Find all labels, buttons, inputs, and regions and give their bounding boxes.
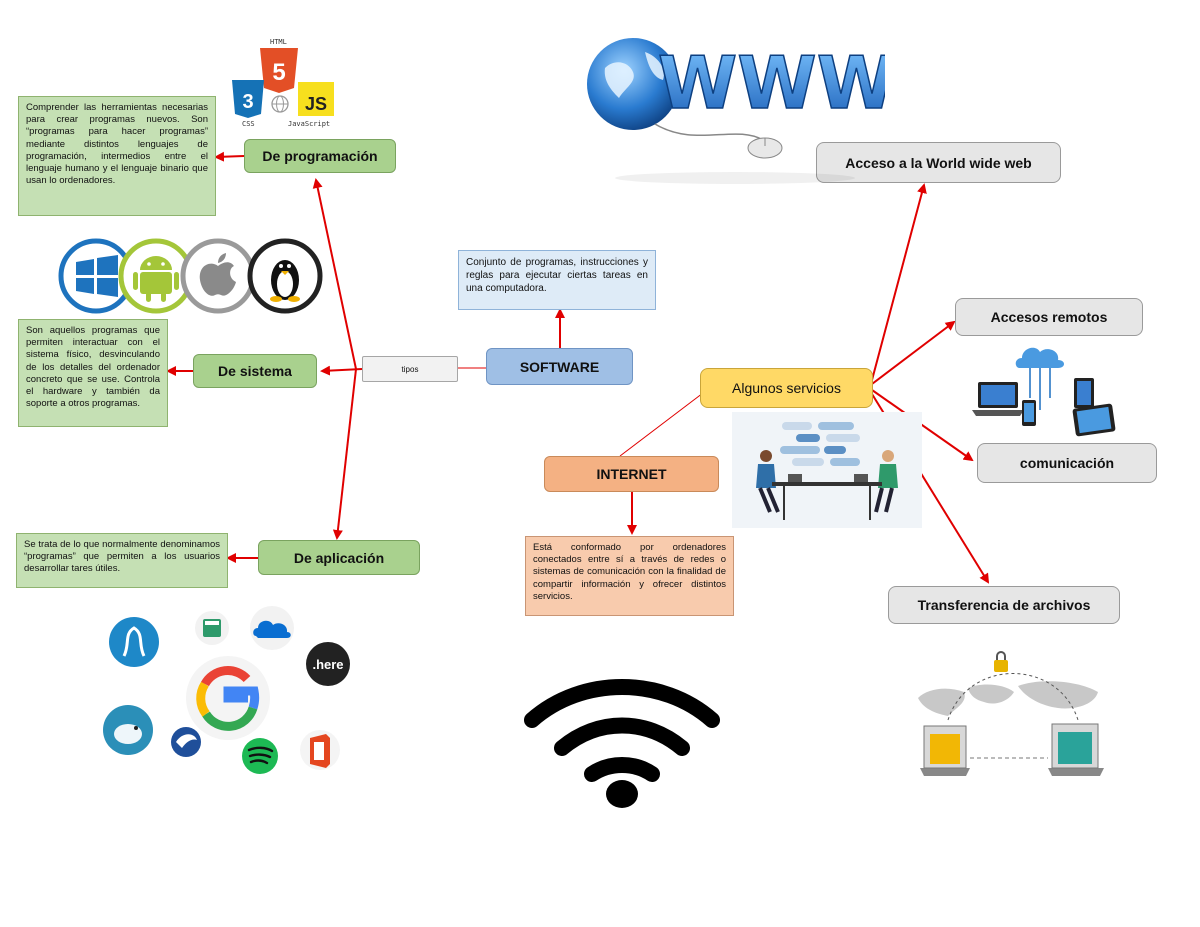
laptop-icon <box>972 382 1024 416</box>
type-programacion-label: De programación <box>262 148 378 164</box>
type-programacion-node: De programación <box>244 139 396 173</box>
mouse-icon <box>747 137 783 159</box>
lock-icon <box>994 651 1008 672</box>
table-icon <box>772 474 882 520</box>
laptop-right-icon <box>1048 723 1104 776</box>
internet-label: INTERNET <box>596 466 667 482</box>
service-transferencia-node: Transferencia de archivos <box>888 586 1120 624</box>
type-aplicacion-label: De aplicación <box>293 549 385 566</box>
www-text: WWW <box>658 41 885 125</box>
tablet-icon <box>1072 403 1116 437</box>
software-node: SOFTWARE <box>486 348 633 385</box>
eagle-app-icon <box>171 727 201 757</box>
internet-text: Está conformado por ordenadores conectad… <box>533 542 726 602</box>
css3-icon: 3 <box>232 80 264 118</box>
tipos-label: tipos <box>401 364 419 374</box>
html-text: HTML <box>270 38 287 46</box>
globe-icon <box>271 95 289 113</box>
person-left-icon <box>756 450 780 513</box>
chat-bubbles-icon <box>780 422 860 466</box>
office-icon <box>300 730 340 770</box>
type-programacion-text: Comprender las herramientas necesarias p… <box>26 102 208 187</box>
wifi-graphic <box>522 676 722 812</box>
www-graphic: WWW <box>585 28 885 188</box>
svg-text:JS: JS <box>305 94 327 114</box>
wifi-icon <box>524 679 720 782</box>
file-transfer-graphic <box>908 648 1116 782</box>
service-www-label: Acceso a la World wide web <box>845 154 1032 171</box>
type-programacion-note: Comprender las herramientas necesarias p… <box>18 96 216 216</box>
remote-devices-graphic <box>970 338 1120 438</box>
os-logos <box>52 236 326 316</box>
monitor-icon <box>1074 378 1094 408</box>
calculator-app-icon <box>195 611 229 645</box>
linux-icon <box>247 238 323 314</box>
service-remotos-node: Accesos remotos <box>955 298 1143 336</box>
svg-text:.here: .here <box>312 657 343 672</box>
globe-icon <box>587 38 679 130</box>
edge-internet-servicios <box>619 392 704 457</box>
type-sistema-note: Son aquellos programas que permiten inte… <box>18 319 168 427</box>
service-remotos-label: Accesos remotos <box>990 309 1108 325</box>
services-node: Algunos servicios <box>700 368 873 408</box>
internet-node: INTERNET <box>544 456 719 492</box>
javascript-text: JavaScript <box>288 120 330 128</box>
google-icon <box>186 656 270 740</box>
type-sistema-text: Son aquellos programas que permiten inte… <box>26 325 160 410</box>
html5-icon: 5 <box>260 48 298 93</box>
laptop-left-icon <box>920 725 970 776</box>
android-icon <box>118 238 194 314</box>
edge-programacion-note <box>214 151 245 162</box>
apple-icon <box>180 238 256 314</box>
person-right-icon <box>874 450 898 513</box>
here-maps-icon: .here <box>306 642 350 686</box>
cloud-icon <box>1015 347 1064 368</box>
communication-graphic <box>732 412 922 528</box>
app-icons-cluster: .here <box>100 604 355 776</box>
world-map-icon <box>918 681 1098 742</box>
phone-icon <box>1022 400 1036 426</box>
service-transferencia-label: Transferencia de archivos <box>917 597 1091 613</box>
type-aplicacion-text: Se trata de lo que normalmente denominam… <box>24 539 220 575</box>
service-comunicacion-node: comunicación <box>977 443 1157 483</box>
type-sistema-label: De sistema <box>218 363 292 379</box>
web-languages-logos: HTML 5 3 JS CSS JavaScript <box>228 36 340 128</box>
internet-note: Está conformado por ordenadores conectad… <box>525 536 734 616</box>
onedrive-icon <box>250 606 294 650</box>
service-comunicacion-label: comunicación <box>1019 455 1115 471</box>
edge-tipos-sistema <box>320 365 363 376</box>
software-definition-text: Conjunto de programas, instrucciones y r… <box>466 257 648 294</box>
service-www-node: Acceso a la World wide web <box>816 142 1061 183</box>
software-label: SOFTWARE <box>519 358 600 375</box>
kiwi-browser-icon <box>103 705 153 755</box>
software-definition-note: Conjunto de programas, instrucciones y r… <box>458 250 656 310</box>
type-aplicacion-note: Se trata de lo que normalmente denominam… <box>16 533 228 588</box>
js-icon: JS <box>298 82 334 116</box>
svg-text:5: 5 <box>272 59 285 86</box>
css-text: CSS <box>242 120 255 128</box>
type-aplicacion-node: De aplicación <box>258 540 420 575</box>
spotify-icon <box>242 738 278 774</box>
edge-servicios-www <box>871 183 927 381</box>
edge-tipos-aplicacion <box>332 368 357 540</box>
tipos-connector: tipos <box>362 356 458 382</box>
edge-servicios-remotos <box>871 320 956 385</box>
svg-text:3: 3 <box>242 91 253 113</box>
type-sistema-node: De sistema <box>193 354 317 388</box>
jellyfish-app-icon <box>109 617 159 667</box>
services-label: Algunos servicios <box>732 380 841 396</box>
